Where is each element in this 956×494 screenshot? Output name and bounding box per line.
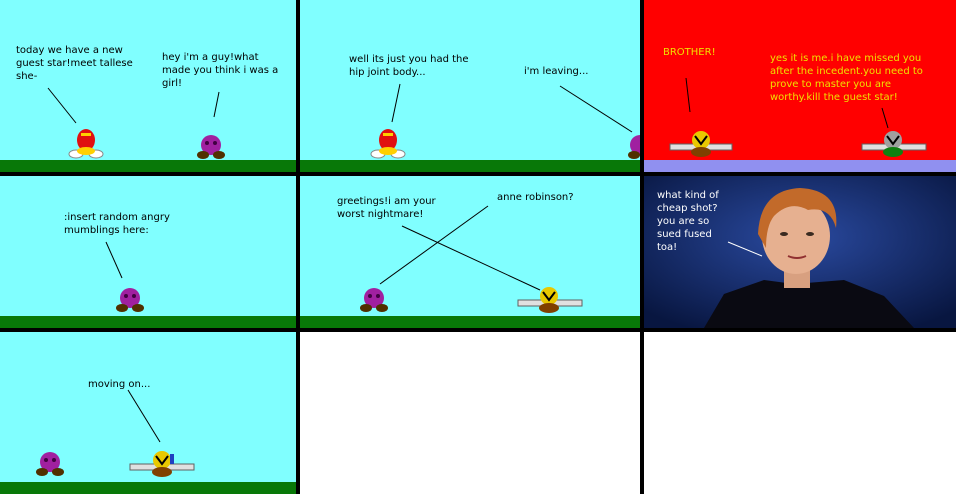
comic-panel-1: today we have a new guest star!meet tall… <box>0 0 296 172</box>
comic-panel-6: what kind of cheap shot?you are so sued … <box>644 176 956 328</box>
red-robot-character <box>370 129 406 159</box>
speech-bubble-text: BROTHER! <box>663 47 716 58</box>
panel-4-art <box>105 241 144 312</box>
yellow-robot-character <box>129 451 195 477</box>
empty-panel <box>300 332 640 494</box>
comic-panel-5: greetings!i am your worst nightmare! ann… <box>300 176 640 328</box>
panel-1-art <box>47 87 225 159</box>
speech-bubble-text: anne robinson? <box>497 192 574 203</box>
speech-bubble-text: well its just you had the hip joint body… <box>349 54 469 78</box>
empty-panel <box>644 332 956 494</box>
panel-divider <box>296 0 300 494</box>
yellow-robot-character <box>669 131 733 157</box>
speech-bubble-text: greetings!i am your worst nightmare! <box>337 196 436 220</box>
panel-6-art <box>644 176 956 328</box>
panel-divider <box>0 328 956 332</box>
speech-bubble-text: what kind of cheap shot?you are so sued … <box>657 190 719 253</box>
grass-ground <box>0 316 296 328</box>
comic-panel-4: :insert random angry mumblings here: <box>0 176 296 328</box>
panel-3-art <box>669 77 927 157</box>
grass-ground <box>0 160 296 172</box>
presenter-photo <box>704 188 914 328</box>
comic-panel-2: well its just you had the hip joint body… <box>300 0 640 172</box>
panel-divider <box>0 172 956 176</box>
purple-robot-character <box>360 288 388 312</box>
panel-7-art <box>36 389 195 477</box>
grass-ground <box>300 160 640 172</box>
yellow-robot-character <box>517 287 583 313</box>
speech-bubble-text: i'm leaving... <box>524 66 589 77</box>
speech-bubble-text: hey i'm a guy!what made you think i was … <box>162 52 279 89</box>
purple-ground <box>644 160 956 172</box>
speech-bubble-text: moving on... <box>88 379 151 390</box>
purple-robot-character <box>628 135 640 159</box>
panel-2-art <box>370 83 640 159</box>
grass-ground <box>300 316 640 328</box>
red-robot-character <box>68 129 104 159</box>
speech-bubble-text: today we have a new guest star!meet tall… <box>16 45 133 82</box>
purple-robot-character <box>36 452 64 476</box>
comic-panel-7: moving on... <box>0 332 296 494</box>
purple-robot-character <box>197 135 225 159</box>
gray-robot-character <box>861 131 927 157</box>
panel-divider <box>640 0 644 494</box>
speech-bubble-text: yes it is me.i have missed you after the… <box>770 53 923 103</box>
grass-ground <box>0 482 296 494</box>
panel-5-art <box>360 205 583 313</box>
speech-bubble-text: :insert random angry mumblings here: <box>64 212 170 236</box>
purple-robot-character <box>116 288 144 312</box>
comic-panel-3: BROTHER! yes it is me.i have missed you … <box>644 0 956 172</box>
